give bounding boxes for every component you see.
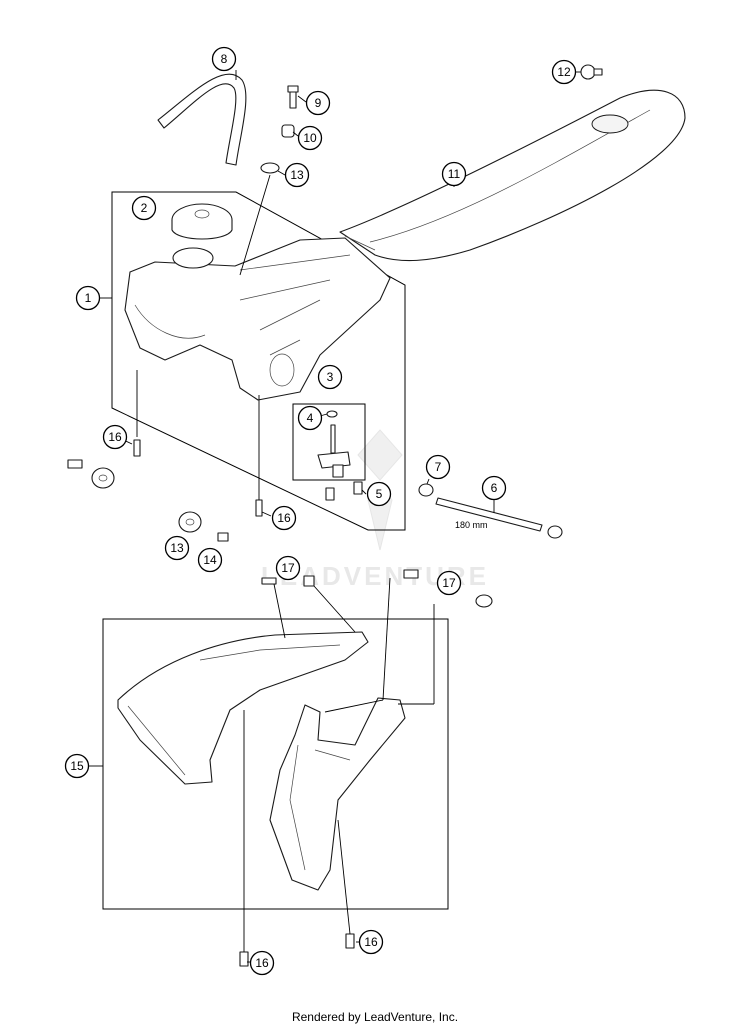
fuel-hose xyxy=(435,497,543,532)
svg-text:9: 9 xyxy=(315,96,322,110)
callout-8: 8 xyxy=(211,46,237,72)
svg-text:6: 6 xyxy=(491,481,498,495)
callout-3: 3 xyxy=(317,364,343,390)
svg-text:10: 10 xyxy=(303,131,317,145)
svg-text:4: 4 xyxy=(307,411,314,425)
svg-text:16: 16 xyxy=(255,956,269,970)
valve-assembly-frame xyxy=(292,403,366,481)
seat xyxy=(339,89,686,262)
callout-13-upper: 13 xyxy=(284,162,310,188)
callout-13-lower: 13 xyxy=(164,535,190,561)
leader-lines xyxy=(89,70,581,963)
callout-12: 12 xyxy=(551,59,577,85)
radiator-shroud-left xyxy=(117,631,369,785)
svg-text:17: 17 xyxy=(442,576,456,590)
callout-17-a: 17 xyxy=(275,555,301,581)
callout-17-b: 17 xyxy=(436,570,462,596)
tank-rubber-lower xyxy=(178,511,202,533)
svg-text:16: 16 xyxy=(108,430,122,444)
fuel-tank xyxy=(124,237,391,401)
callout-11: 11 xyxy=(441,161,467,187)
tank-screw-lower xyxy=(217,532,229,542)
callout-10: 10 xyxy=(297,125,323,151)
callout-2: 2 xyxy=(131,195,157,221)
svg-text:12: 12 xyxy=(557,65,571,79)
svg-text:2: 2 xyxy=(141,201,148,215)
callout-7: 7 xyxy=(425,454,451,480)
radiator-shroud-right xyxy=(269,697,406,891)
callout-1: 1 xyxy=(75,285,101,311)
shroud-screws xyxy=(261,569,493,608)
callout-6: 6 xyxy=(481,475,507,501)
svg-text:1: 1 xyxy=(85,291,92,305)
tap-screws xyxy=(325,481,363,501)
svg-text:16: 16 xyxy=(364,935,378,949)
svg-text:5: 5 xyxy=(376,487,383,501)
svg-text:8: 8 xyxy=(221,52,228,66)
svg-text:14: 14 xyxy=(203,553,217,567)
callout-16-d: 16 xyxy=(358,929,384,955)
hose-clamps xyxy=(418,483,563,539)
footer-credit: Rendered by LeadVenture, Inc. xyxy=(292,1010,458,1024)
callout-16-b: 16 xyxy=(271,505,297,531)
tank-screw xyxy=(287,85,299,109)
svg-text:3: 3 xyxy=(327,370,334,384)
callout-16-c: 16 xyxy=(249,950,275,976)
svg-text:15: 15 xyxy=(70,759,84,773)
svg-text:7: 7 xyxy=(435,460,442,474)
callout-16-a: 16 xyxy=(102,424,128,450)
mount-bushing-left xyxy=(67,459,115,489)
tank-rubber-upper xyxy=(260,162,280,174)
tank-mount-screws xyxy=(133,439,263,517)
svg-text:17: 17 xyxy=(281,561,295,575)
callout-15: 15 xyxy=(64,753,90,779)
svg-text:13: 13 xyxy=(170,541,184,555)
svg-text:11: 11 xyxy=(448,167,461,181)
breather-hose xyxy=(157,73,247,166)
shroud-assembly-frame xyxy=(102,618,449,910)
fuel-tap xyxy=(317,410,351,478)
callout-14: 14 xyxy=(197,547,223,573)
callout-5: 5 xyxy=(366,481,392,507)
hose-length-label: 180 mm xyxy=(455,520,488,530)
svg-text:13: 13 xyxy=(290,168,304,182)
svg-text:16: 16 xyxy=(277,511,291,525)
callout-9: 9 xyxy=(305,90,331,116)
fuel-cap xyxy=(171,203,233,240)
callout-4: 4 xyxy=(297,405,323,431)
tank-washer xyxy=(281,124,295,138)
seat-fastener xyxy=(580,64,603,80)
tank-assembly-frame xyxy=(111,191,406,531)
hose-dimension: 180 mm xyxy=(455,520,488,530)
